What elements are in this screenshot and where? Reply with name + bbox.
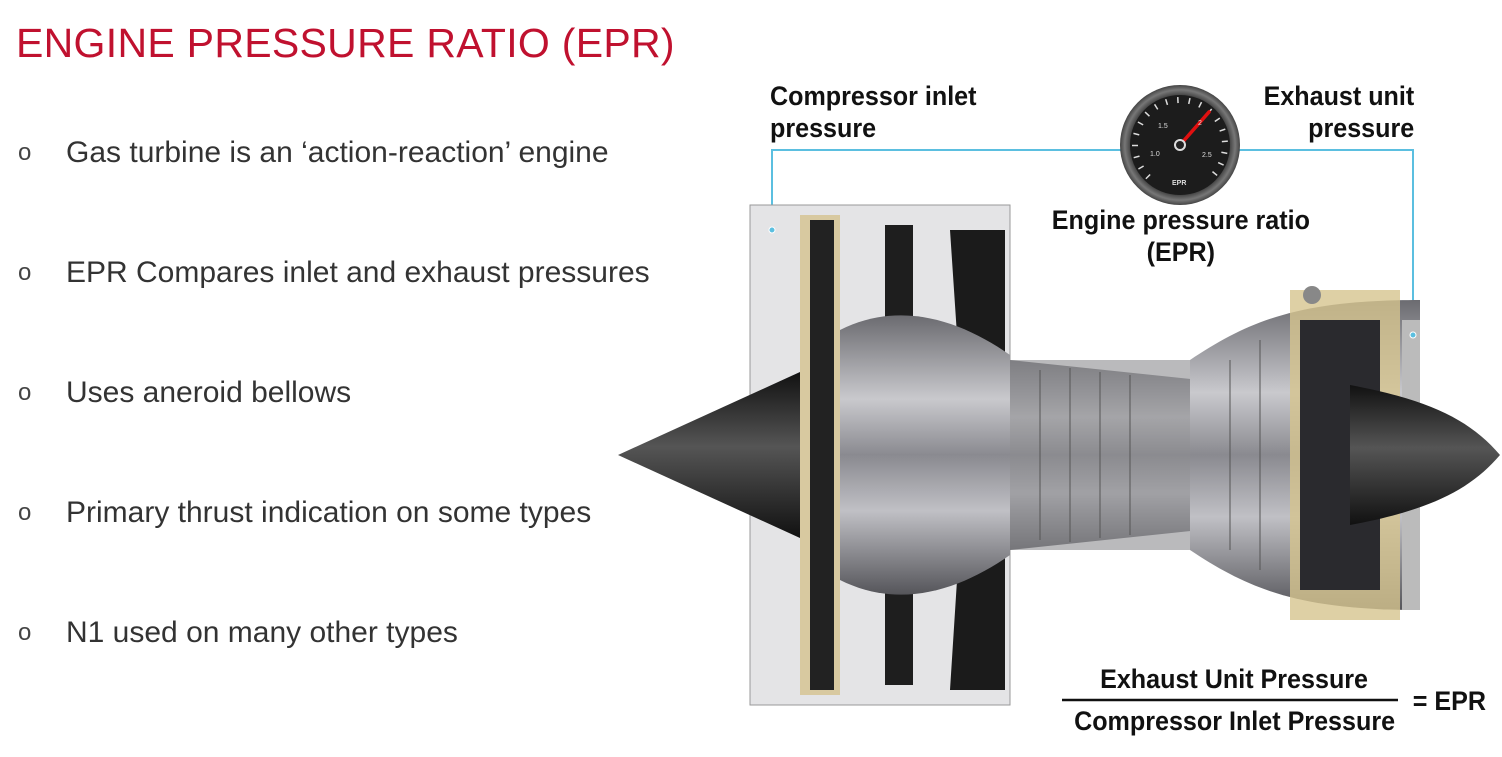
bullet-item: o EPR Compares inlet and exhaust pressure…	[18, 256, 650, 290]
formula-numerator: Exhaust Unit Pressure	[1100, 664, 1369, 694]
bullet-text: Uses aneroid bellows	[66, 376, 352, 409]
gauge-tick-label: 1.0	[1150, 151, 1160, 158]
engine-cutaway	[618, 204, 1500, 706]
bullet-marker: o	[18, 619, 32, 646]
gauge-tick-label: 2	[1198, 120, 1202, 127]
bullet-item: o N1 used on many other types	[18, 616, 458, 650]
bullet-text: Primary thrust indication on some types	[66, 496, 592, 529]
gauge-tick	[1144, 111, 1150, 117]
bullet-marker: o	[18, 139, 32, 166]
gauge-tick	[1219, 128, 1226, 132]
slide-title: ENGINE PRESSURE RATIO (EPR)	[16, 20, 675, 66]
gauge-tick	[1138, 165, 1145, 170]
formula-result: = EPR	[1412, 686, 1487, 716]
bullet-marker: o	[18, 499, 32, 526]
bullet-marker: o	[18, 379, 32, 406]
gauge-tick-label: 1.5	[1158, 123, 1168, 130]
bullet-text: EPR Compares inlet and exhaust pressures	[66, 256, 650, 289]
gauge-tick	[1214, 117, 1221, 123]
gauge-tick	[1133, 132, 1140, 136]
gauge-tick	[1212, 171, 1218, 177]
bullet-text: Gas turbine is an ‘action-reaction’ engi…	[66, 136, 609, 169]
gauge-tick	[1217, 161, 1224, 166]
bullet-item: o Primary thrust indication on some types	[18, 496, 591, 530]
bullet-text: N1 used on many other types	[66, 616, 458, 649]
pressure-lines	[771, 149, 1414, 335]
epr-gauge-label: Engine pressure ratio(EPR)	[1051, 205, 1310, 267]
formula-denominator: Compressor Inlet Pressure	[1074, 706, 1396, 736]
epr-gauge: 1.0 1.5 2 2.5 EPR	[1120, 85, 1240, 205]
gauge-needle	[1178, 110, 1211, 147]
gauge-tick	[1187, 97, 1191, 105]
gauge-tick	[1145, 173, 1151, 180]
gauge-tick	[1198, 101, 1203, 108]
gauge-tick	[1164, 98, 1169, 106]
gauge-tick	[1137, 121, 1144, 126]
bullet-item: o Uses aneroid bellows	[18, 376, 351, 410]
gauge-face-label: EPR	[1172, 180, 1186, 187]
gauge-tick	[1221, 151, 1228, 155]
bullet-marker: o	[18, 259, 32, 286]
gauge-tick	[1133, 155, 1140, 159]
gauge-tick	[1153, 103, 1159, 110]
gauge-tick-label: 2.5	[1202, 152, 1212, 159]
bullet-item: o Gas turbine is an ‘action-reaction’ eng…	[18, 136, 609, 170]
